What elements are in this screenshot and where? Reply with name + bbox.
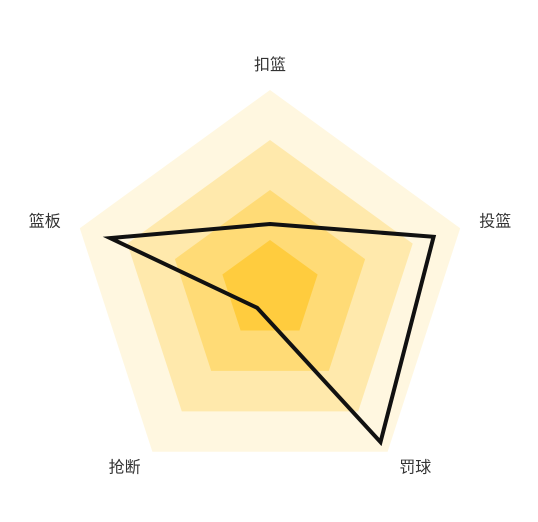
axis-label-0: 扣篮 bbox=[254, 55, 286, 74]
radar-split-ring-1 bbox=[222, 240, 318, 331]
axis-label-2: 罚球 bbox=[399, 458, 431, 477]
radar-series bbox=[102, 221, 437, 447]
radar-split-areas bbox=[79, 90, 461, 452]
axis-label-3: 抢断 bbox=[109, 458, 141, 477]
axis-label-1: 投篮 bbox=[479, 212, 511, 231]
axis-label-4: 篮板 bbox=[29, 212, 61, 231]
radar-series-line-0[interactable] bbox=[102, 221, 437, 447]
